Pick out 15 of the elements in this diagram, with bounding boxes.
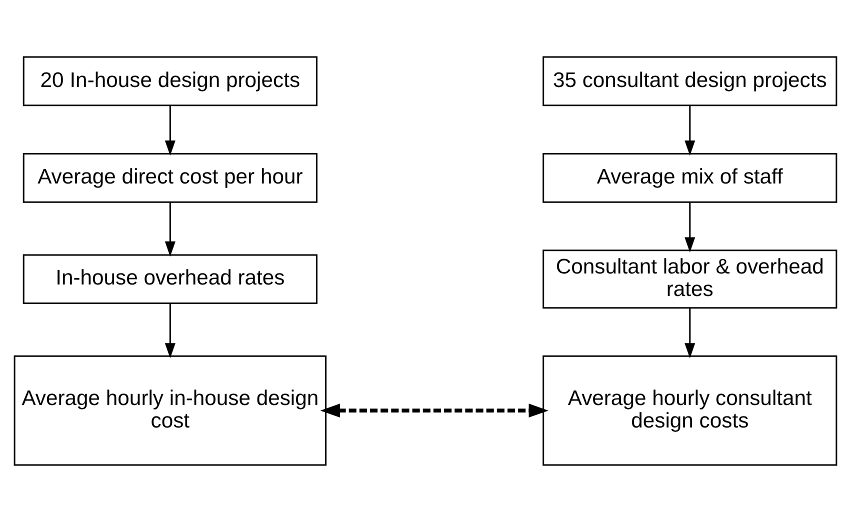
- node-box: 35 consultant design projects: [542, 56, 838, 106]
- node-box: Average hourly in-house design cost: [14, 354, 327, 466]
- arrow: [320, 403, 548, 417]
- arrow: [164, 202, 176, 256]
- node-box: Consultant labor & overhead rates: [542, 249, 838, 308]
- node-box: Average hourly consultant design costs: [542, 354, 838, 466]
- node-box: In-house overhead rates: [22, 254, 318, 304]
- node-box: Average direct cost per hour: [22, 152, 318, 202]
- arrow: [684, 202, 696, 252]
- arrow: [684, 104, 696, 156]
- arrow: [684, 307, 696, 358]
- arrow: [164, 104, 176, 156]
- arrow: [164, 303, 176, 358]
- node-box: 20 In-house design projects: [22, 56, 318, 106]
- node-box: Average mix of staff: [542, 152, 838, 202]
